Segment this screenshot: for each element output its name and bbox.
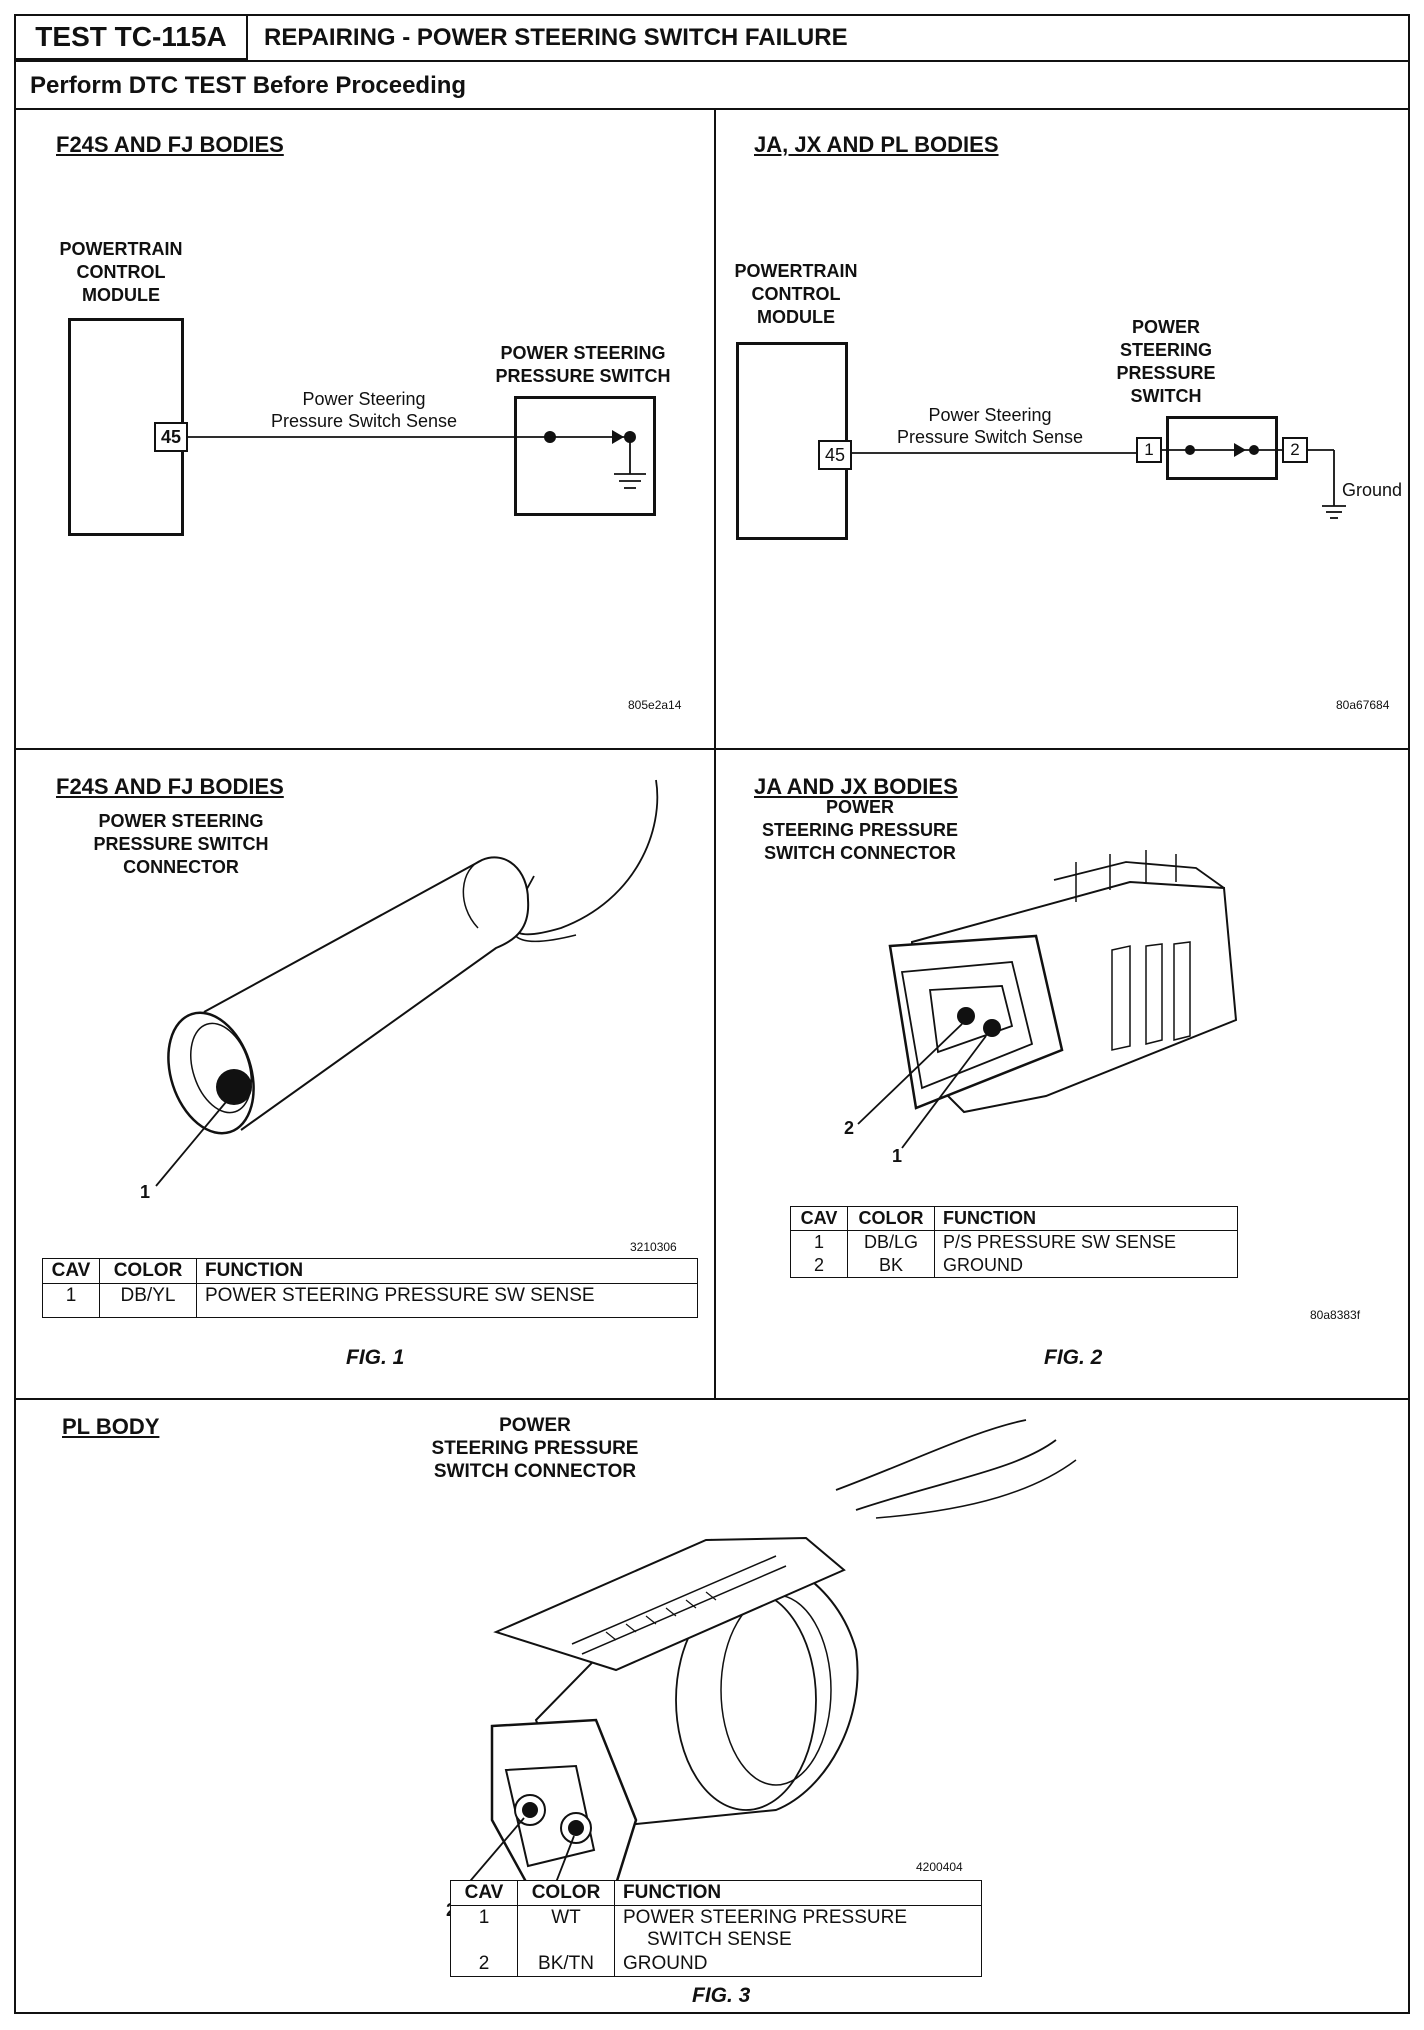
panel-title: PL BODY: [62, 1414, 160, 1439]
callout-1: 1: [140, 1182, 151, 1202]
cavity-table: CAV COLOR FUNCTION 1 DB/YL POWER STEERIN…: [42, 1258, 698, 1318]
panel-schematic-ja: JA, JX AND PL BODIES POWERTRAIN CONTROL …: [716, 110, 1412, 748]
callout-1: 1: [892, 1146, 903, 1166]
header-divider: [16, 60, 1408, 62]
pcm-pin: 45: [154, 422, 188, 452]
connector-illustration: [155, 779, 659, 1187]
table-row: 2 BK/TN GROUND: [450, 1952, 982, 1977]
schematic-wiring: [188, 430, 646, 489]
connector-label: POWER STEERING PRESSURE SWITCH CONNECTOR: [431, 1415, 639, 1482]
connector-label: POWER STEERING PRESSURE SWITCH CONNECTOR: [93, 811, 269, 877]
cavity-table: CAV COLOR FUNCTION 1 WT POWER STEERING P…: [450, 1880, 982, 1977]
table-row: 1 WT POWER STEERING PRESSURE SWITCH SENS…: [450, 1905, 982, 1952]
ground-label: Ground: [1342, 480, 1403, 500]
page-title: REPAIRING - POWER STEERING SWITCH FAILUR…: [264, 24, 848, 51]
schematic-wiring: [852, 443, 1346, 519]
connector-label: POWER STEERING PRESSURE SWITCH CONNECTOR: [761, 797, 959, 863]
subtitle-divider: [16, 108, 1408, 110]
panel-schematic-f24s: F24S AND FJ BODIES POWERTRAIN CONTROL MO…: [16, 110, 714, 748]
figure-caption: FIG. 1: [346, 1346, 405, 1369]
panel-title: F24S AND FJ BODIES: [56, 132, 284, 157]
figure-code: 80a8383f: [1310, 1308, 1361, 1322]
row-divider-2: [16, 1398, 1408, 1400]
switch-label: POWER STEERING PRESSURE SWITCH: [1116, 317, 1216, 406]
pcm-label: POWERTRAIN CONTROL MODULE: [734, 261, 858, 327]
panel-title: JA AND JX BODIES: [754, 774, 958, 799]
figure-code: 80a67684: [1336, 698, 1390, 712]
row-divider-1: [16, 748, 1408, 750]
switch-pin-2: 2: [1282, 437, 1308, 463]
figure-caption: FIG. 2: [1044, 1346, 1103, 1369]
switch-box: [514, 396, 656, 516]
pcm-label: POWERTRAIN CONTROL MODULE: [59, 239, 183, 305]
panel-title: F24S AND FJ BODIES: [56, 774, 284, 799]
wire-label: Power Steering Pressure Switch Sense: [896, 405, 1084, 447]
panel-fig1: F24S AND FJ BODIES POWER STEERING PRESSU…: [16, 750, 714, 1398]
figure-code: 805e2a14: [628, 698, 682, 712]
connector-illustration: [857, 850, 1238, 1149]
table-row: 1 DB/YL POWER STEERING PRESSURE SW SENSE: [42, 1283, 698, 1318]
panel-fig3: PL BODY POWER STEERING PRESSURE SWITCH C…: [16, 1400, 1412, 2014]
figure-caption: FIG. 3: [692, 1984, 751, 2007]
panel-fig2: JA AND JX BODIES POWER STEERING PRESSURE…: [716, 750, 1412, 1398]
figure-code: 4200404: [916, 1860, 963, 1874]
switch-label: POWER STEERING PRESSURE SWITCH: [495, 343, 671, 386]
column-divider: [714, 108, 716, 1398]
table-row: 2 BK GROUND: [790, 1254, 1238, 1278]
callout-2: 2: [844, 1118, 855, 1138]
figure-code: 3210306: [630, 1240, 677, 1254]
switch-box: [1166, 416, 1278, 480]
pcm-pin: 45: [818, 440, 852, 470]
panel-title: JA, JX AND PL BODIES: [754, 132, 999, 157]
switch-pin-1: 1: [1136, 437, 1162, 463]
connector-illustration: [453, 1419, 1077, 1935]
service-manual-page: TEST TC-115A REPAIRING - POWER STEERING …: [14, 14, 1410, 2014]
cavity-table: CAV COLOR FUNCTION 1 DB/LG P/S PRESSURE …: [790, 1206, 1238, 1278]
wire-label: Power Steering Pressure Switch Sense: [270, 389, 458, 431]
page-subtitle: Perform DTC TEST Before Proceeding: [30, 72, 467, 99]
table-row: 1 DB/LG P/S PRESSURE SW SENSE: [790, 1230, 1238, 1254]
test-id: TEST TC-115A: [16, 16, 248, 60]
